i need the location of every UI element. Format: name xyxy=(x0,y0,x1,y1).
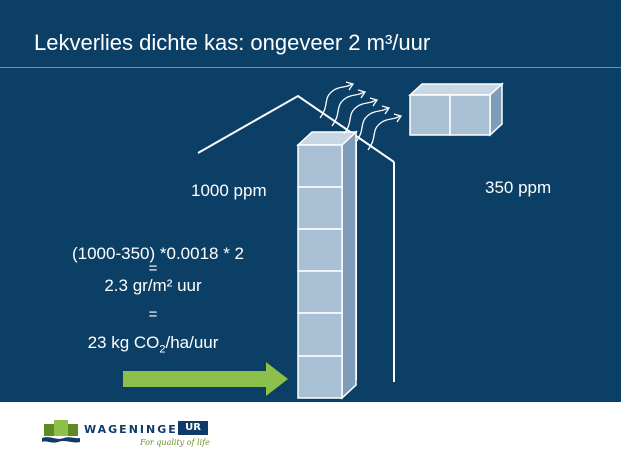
result-grams-text: 2.3 gr/m² uur xyxy=(104,276,202,295)
box-stack xyxy=(296,130,358,400)
box-4 xyxy=(297,270,343,314)
equals-sign-2: = xyxy=(148,306,158,323)
logo-tagline: For quality of life xyxy=(140,438,210,447)
escaped-boxes xyxy=(408,82,504,137)
leak-arrow-1-head xyxy=(345,81,355,91)
box-3 xyxy=(297,228,343,272)
logo-wordmark: WAGENINGEN xyxy=(84,423,189,436)
outside-ppm-label: 350 ppm xyxy=(485,178,552,197)
leak-arrow-5 xyxy=(367,115,401,151)
greenhouse-roof-line xyxy=(197,94,395,163)
result-kg-prefix: 23 kg CO xyxy=(87,333,160,352)
leak-arrow-3 xyxy=(343,99,377,135)
leak-arrow-2 xyxy=(331,91,365,127)
leak-arrow-4 xyxy=(355,107,389,143)
escaped-box-1 xyxy=(409,94,451,136)
escaped-box-2 xyxy=(449,94,491,136)
leak-arrows xyxy=(319,81,403,151)
leak-arrow-3-head xyxy=(369,97,379,107)
leak-arrow-2-head xyxy=(357,89,367,99)
slide-title: Lekverlies dichte kas: ongeveer 2 m³/uur xyxy=(34,30,431,55)
leak-arrow-4-head xyxy=(381,105,391,115)
leak-arrow-5-head xyxy=(393,113,403,123)
footer: WAGENINGEN UR For quality of life xyxy=(0,402,621,461)
box-stack-side xyxy=(341,130,357,400)
inside-ppm-label: 1000 ppm xyxy=(191,181,267,200)
formula-text: (1000-350) *0.0018 * 2 xyxy=(71,244,245,263)
result-kg-text: 23 kg CO2/ha/uur xyxy=(48,333,258,355)
box-5 xyxy=(297,312,343,357)
escaped-boxes-top xyxy=(408,83,504,96)
box-6 xyxy=(297,355,343,399)
leak-arrow-1 xyxy=(319,83,353,119)
box-1 xyxy=(297,144,343,188)
box-2 xyxy=(297,186,343,230)
title-bar: Lekverlies dichte kas: ongeveer 2 m³/uur xyxy=(0,0,621,68)
logo-ur-badge: UR xyxy=(178,421,208,435)
wageningen-logo-icon xyxy=(42,420,80,443)
equals-sign-1: = xyxy=(148,260,158,277)
result-kg-suffix: /ha/uur xyxy=(165,333,219,352)
input-arrow xyxy=(123,362,288,396)
result-kg-subscript: 2 xyxy=(159,343,166,356)
